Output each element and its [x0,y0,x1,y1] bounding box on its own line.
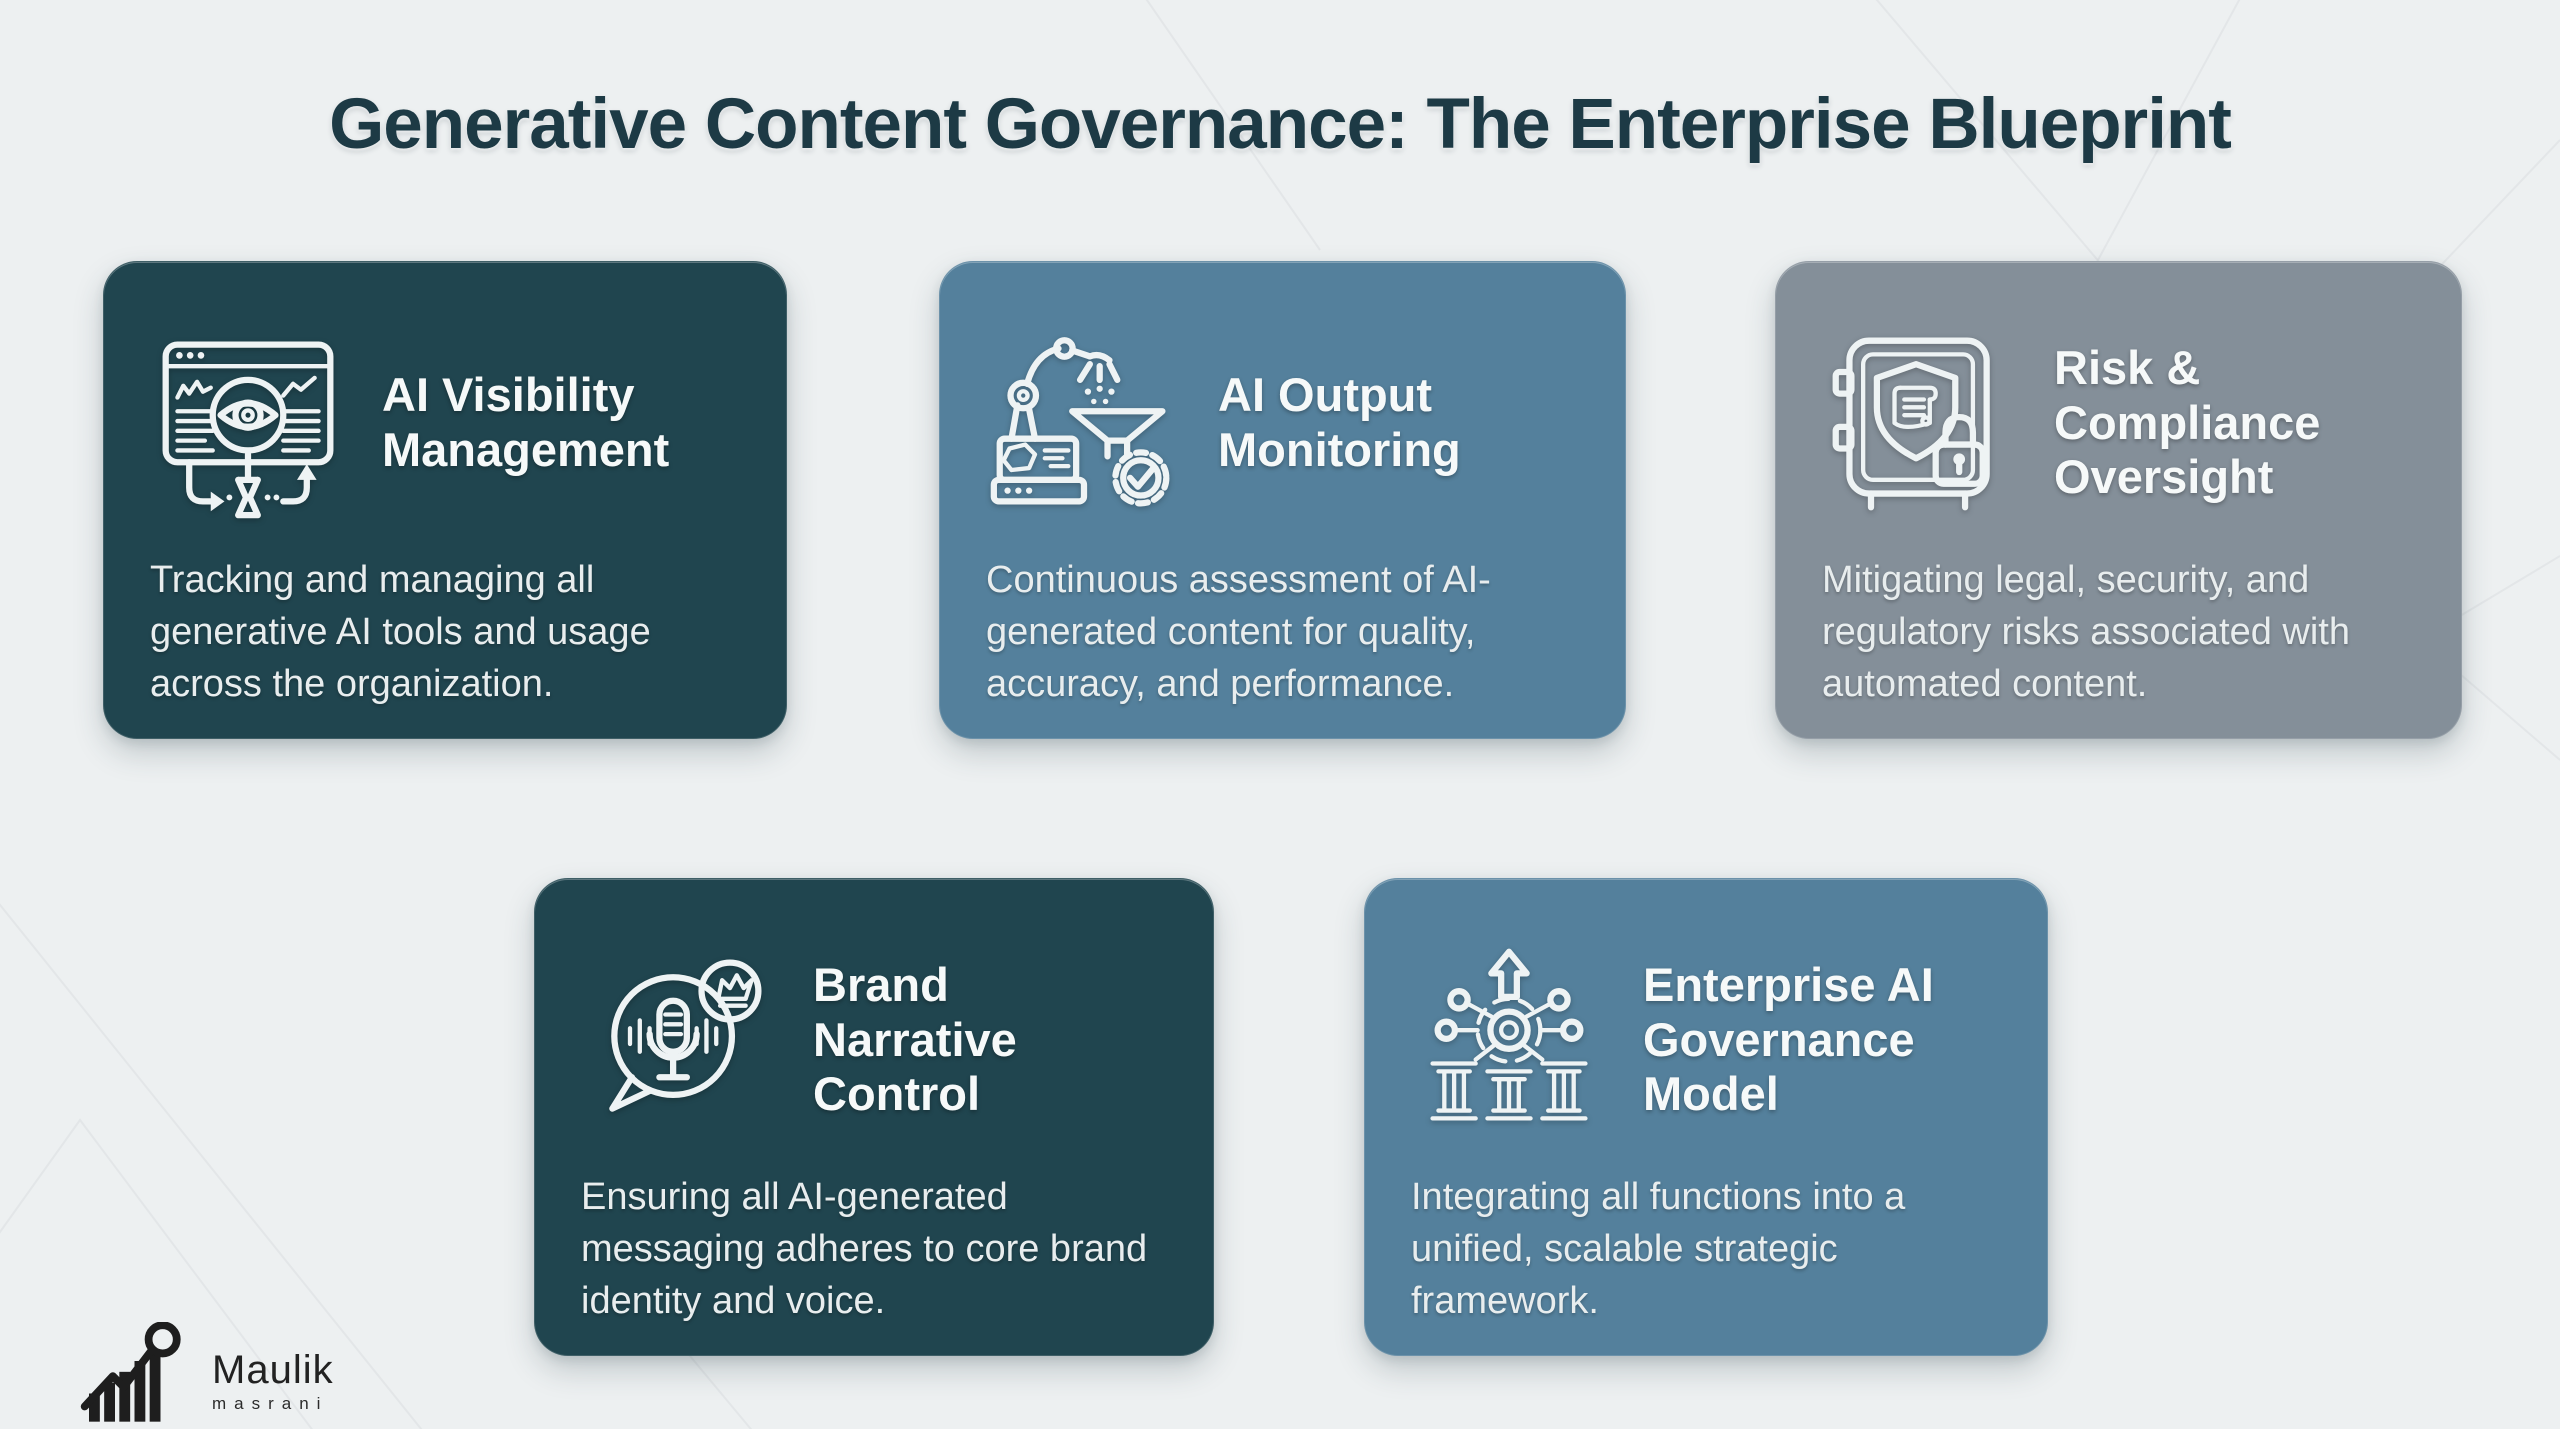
card-title: AI Output Monitoring [1218,368,1461,478]
card-title-line: Monitoring [1218,423,1461,476]
card-header: Risk & Compliance Oversight [1822,318,2415,528]
card-header: Enterprise AI Governance Model [1411,935,2001,1145]
card-description: Tracking and managing all generative AI … [150,559,651,706]
card-ai-visibility-management: AI Visibility Management Tracking and ma… [103,261,787,739]
card-title: Enterprise AI Governance Model [1643,958,1934,1123]
dashboard-eye-icon [150,325,346,521]
card-title-line: Enterprise AI [1643,957,1934,1011]
card-brand-narrative-control: Brand Narrative Control Ensuring all AI-… [534,878,1214,1356]
vault-shield-lock-icon [1822,325,2018,521]
card-title: AI Visibility Management [382,368,669,478]
card-title-line: Risk & [2054,340,2201,394]
brand-logo-text: Maulik masrani [212,1350,334,1426]
card-title-line: Governance [1643,1012,1915,1066]
card-description: Integrating all functions into a unified… [1411,1176,1906,1323]
card-title: Brand Narrative Control [813,958,1017,1123]
card-title-line: Model [1643,1067,1779,1121]
card-title-line: Narrative [813,1012,1017,1066]
card-title-line: Oversight [2054,450,2274,504]
card-title-line: Brand [813,957,949,1011]
card-title: Risk & Compliance Oversight [2054,341,2320,506]
brand-subname: masrani [212,1394,329,1413]
card-title-line: Control [813,1067,981,1121]
hub-pillars-arrow-icon [1411,942,1607,1138]
card-header: Brand Narrative Control [581,935,1167,1145]
bar-chart-magnifier-icon [80,1322,202,1426]
card-title-line: Compliance [2054,395,2321,449]
card-title-line: Management [382,423,670,476]
card-header: AI Output Monitoring [986,318,1579,528]
card-description: Mitigating legal, security, and regulato… [1822,559,2350,706]
card-enterprise-ai-governance-model: Enterprise AI Governance Model Integrati… [1364,878,2048,1356]
card-description: Ensuring all AI-generated messaging adhe… [581,1176,1148,1323]
brand-logo: Maulik masrani [80,1322,334,1426]
page-title: Generative Content Governance: The Enter… [329,85,2232,164]
card-header: AI Visibility Management [150,318,740,528]
brand-name: Maulik [212,1348,334,1392]
card-title-line: AI Visibility [382,368,635,422]
speech-mic-crown-icon [581,942,777,1138]
card-ai-output-monitoring: AI Output Monitoring Continuous assessme… [939,261,1626,739]
card-risk-compliance-oversight: Risk & Compliance Oversight Mitigating l… [1775,261,2462,739]
card-title-line: AI Output [1218,368,1433,422]
card-description: Continuous assessment of AI-generated co… [986,559,1491,706]
robot-arm-funnel-icon [986,325,1182,521]
